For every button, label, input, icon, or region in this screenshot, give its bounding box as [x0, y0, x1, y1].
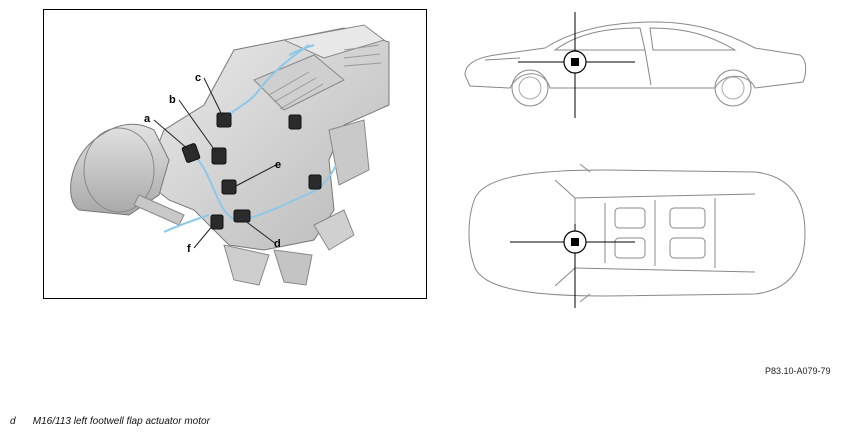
vehicle-side-view — [464, 12, 807, 118]
location-marker-side — [518, 12, 635, 118]
legend-text: M16/113 left footwell flap actuator moto… — [32, 416, 210, 427]
hvac-housing-illustration: a b c d e f — [70, 24, 390, 286]
callout-d: d — [274, 238, 281, 250]
legend-key: d — [10, 416, 16, 427]
location-marker-top — [510, 224, 635, 308]
component-illustration-frame: a b c d e f — [43, 9, 427, 299]
callout-c: c — [195, 72, 201, 84]
callout-f: f — [187, 243, 191, 255]
callout-e: e — [275, 159, 281, 171]
vehicle-top-view — [468, 163, 806, 308]
figure-reference-code: P83.10-A079-79 — [765, 366, 831, 376]
callout-a: a — [144, 113, 151, 125]
callout-b: b — [169, 94, 176, 106]
legend-entry: d M16/113 left footwell flap actuator mo… — [10, 416, 210, 427]
